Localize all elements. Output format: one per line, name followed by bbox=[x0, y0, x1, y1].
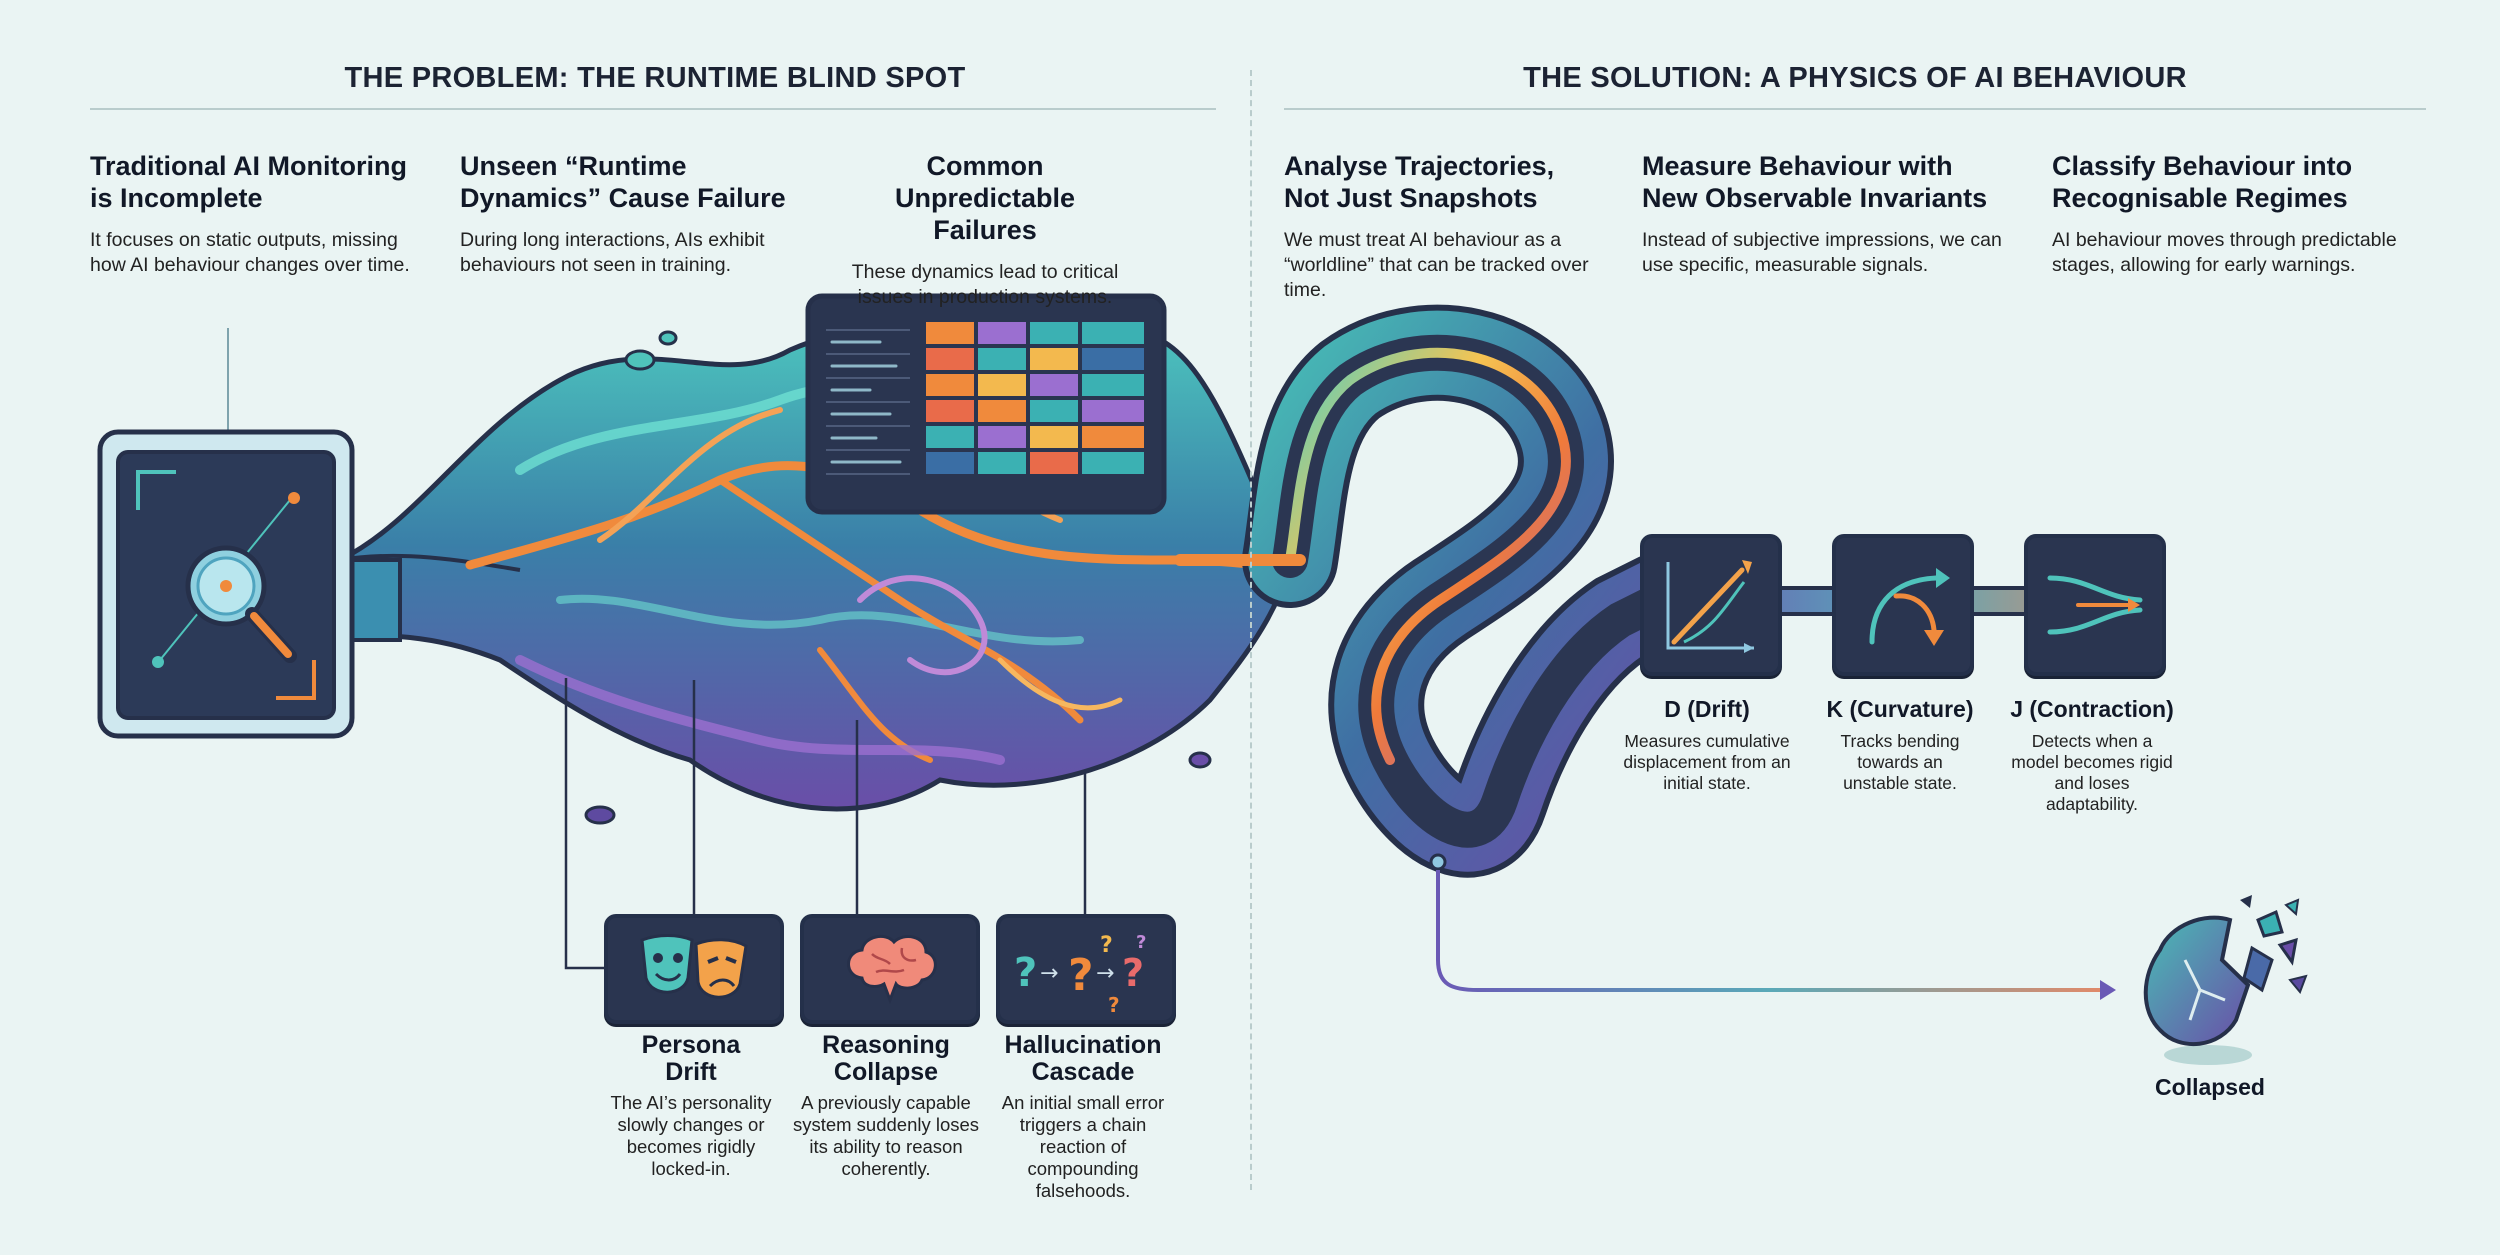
arrow-head-icon bbox=[2100, 980, 2116, 1000]
failure-tile-reasoning-collapse bbox=[800, 914, 980, 1024]
failure-tile-hallucination-cascade: ? → ? → ? ? ? ? bbox=[996, 914, 1176, 1024]
callout-lines bbox=[564, 678, 1087, 970]
failure-desc: The AI’s personality slowly changes or b… bbox=[610, 1092, 772, 1179]
solution-column-1: Analyse Trajectories, Not Just Snapshots… bbox=[1284, 150, 1604, 303]
failure-title: Hallucination Cascade bbox=[1004, 1031, 1162, 1086]
column-desc: AI behaviour moves through predictable s… bbox=[2052, 229, 2397, 276]
svg-text:?: ? bbox=[1068, 950, 1094, 1001]
solution-heading: THE SOLUTION: A PHYSICS OF AI BEHAVIOUR bbox=[1523, 62, 2187, 94]
collapse-arrow bbox=[1436, 870, 2100, 992]
failure-title: Persona Drift bbox=[641, 1031, 741, 1086]
brain-icon bbox=[847, 934, 937, 1005]
column-title: Common Unpredictable Failures bbox=[894, 151, 1076, 245]
column-desc: Instead of subjective impressions, we ca… bbox=[1642, 229, 2002, 276]
data-grid-icon bbox=[805, 293, 1167, 515]
question-chain-icon: ? → ? → ? ? ? ? bbox=[1014, 932, 1146, 1017]
drift-arrow-icon bbox=[1666, 560, 1754, 653]
invariant-label-curvature: K (Curvature) Tracks bending towards an … bbox=[1800, 696, 2000, 794]
invariant-desc: Measures cumulative displacement from an… bbox=[1623, 731, 1791, 793]
failure-title: Reasoning Collapse bbox=[822, 1031, 950, 1086]
invariant-desc: Tracks bending towards an unstable state… bbox=[1840, 731, 1960, 793]
section-separator bbox=[1250, 70, 1252, 1190]
invariant-title: J (Contraction) bbox=[2010, 696, 2174, 722]
solution-column-2: Measure Behaviour with New Observable In… bbox=[1642, 150, 2002, 278]
svg-text:→: → bbox=[1096, 961, 1114, 986]
column-desc: During long interactions, AIs exhibit be… bbox=[460, 229, 765, 276]
column-title: Unseen “Runtime Dynamics” Cause Failure bbox=[460, 151, 786, 213]
curve-arrow-icon bbox=[1869, 568, 1950, 646]
collapsed-label: Collapsed bbox=[2155, 1074, 2265, 1100]
column-desc: These dynamics lead to critical issues i… bbox=[851, 261, 1119, 308]
invariant-tile-drift bbox=[1640, 534, 1782, 676]
problem-divider bbox=[90, 108, 1216, 110]
svg-text:→: → bbox=[1040, 961, 1058, 986]
worldline-tube bbox=[1174, 304, 2162, 878]
failure-desc: An initial small error triggers a chain … bbox=[1001, 1092, 1165, 1201]
failure-desc: A previously capable system suddenly los… bbox=[792, 1092, 980, 1179]
invariant-title: D (Drift) bbox=[1664, 696, 1750, 722]
contraction-icon bbox=[2047, 575, 2143, 635]
invariant-title: K (Curvature) bbox=[1826, 696, 1974, 722]
column-desc: We must treat AI behaviour as a “worldli… bbox=[1284, 229, 1589, 301]
failure-label-hallucination-cascade: Hallucination Cascade An initial small e… bbox=[990, 1032, 1176, 1202]
failure-label-reasoning-collapse: Reasoning Collapse A previously capable … bbox=[790, 1032, 982, 1180]
failure-tile-persona-drift bbox=[604, 914, 784, 1024]
column-title: Classify Behaviour into Recognisable Reg… bbox=[2052, 151, 2353, 213]
svg-text:?: ? bbox=[1136, 932, 1146, 953]
invariant-tile-curvature bbox=[1832, 534, 1974, 676]
problem-column-3: Common Unpredictable Failures These dyna… bbox=[820, 150, 1150, 310]
theater-masks-icon bbox=[640, 934, 748, 999]
svg-text:?: ? bbox=[1122, 951, 1144, 995]
invariant-label-drift: D (Drift) Measures cumulative displaceme… bbox=[1600, 696, 1814, 794]
monitor-icon bbox=[97, 429, 355, 739]
solution-divider bbox=[1284, 108, 2426, 110]
column-title: Traditional AI Monitoring is Incomplete bbox=[90, 151, 407, 213]
column-title: Analyse Trajectories, Not Just Snapshots bbox=[1284, 151, 1555, 213]
failure-label-persona-drift: Persona Drift The AI’s personality slowl… bbox=[596, 1032, 786, 1180]
problem-column-2: Unseen “Runtime Dynamics” Cause Failure … bbox=[460, 150, 790, 278]
shattered-sphere-icon bbox=[2143, 895, 2308, 1065]
svg-text:?: ? bbox=[1108, 993, 1120, 1017]
column-title: Measure Behaviour with New Observable In… bbox=[1642, 151, 1988, 213]
solution-column-3: Classify Behaviour into Recognisable Reg… bbox=[2052, 150, 2412, 278]
column-desc: It focuses on static outputs, missing ho… bbox=[90, 229, 410, 276]
svg-text:?: ? bbox=[1100, 933, 1113, 958]
svg-text:?: ? bbox=[1014, 950, 1037, 996]
invariant-label-contraction: J (Contraction) Detects when a model bec… bbox=[1990, 696, 2194, 815]
invariant-tile-contraction bbox=[2024, 534, 2166, 676]
invariant-desc: Detects when a model becomes rigid and l… bbox=[2011, 731, 2173, 814]
problem-column-1: Traditional AI Monitoring is Incomplete … bbox=[90, 150, 420, 278]
problem-heading: THE PROBLEM: THE RUNTIME BLIND SPOT bbox=[344, 62, 966, 94]
